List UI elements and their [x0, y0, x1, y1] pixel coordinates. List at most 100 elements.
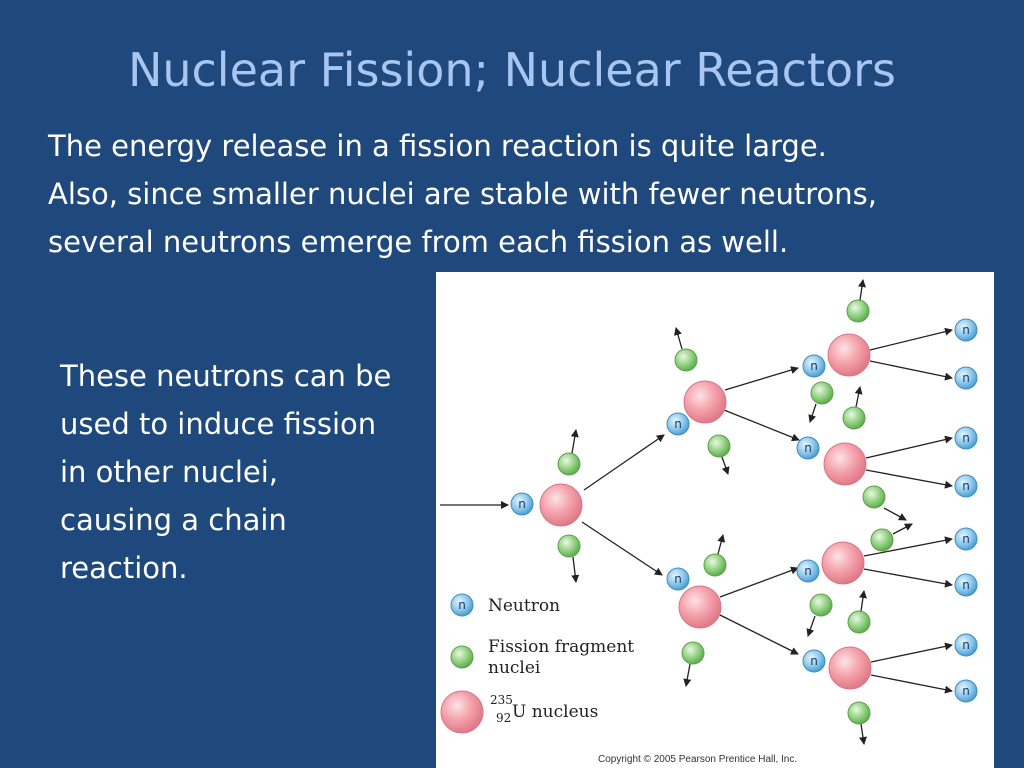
arrow-line	[571, 556, 580, 583]
intro-line: Also, since smaller nuclei are stable wi…	[48, 177, 877, 211]
arrow-line	[859, 723, 867, 745]
fission-fragment	[842, 406, 866, 430]
neutron-label: n	[674, 572, 682, 586]
neutron-label: n	[458, 598, 466, 612]
side-paragraph: These neutrons can be used to induce fis…	[60, 352, 432, 592]
uranium-nucleus	[823, 442, 867, 486]
legend: Neutron Fission fragment nuclei 235 92 U…	[488, 596, 634, 725]
uranium-nucleus	[821, 541, 865, 585]
fission-fragment	[450, 645, 474, 669]
arrow-line	[870, 674, 953, 694]
neutron	[802, 354, 826, 378]
arrow-line	[723, 409, 800, 442]
fission-fragment	[862, 485, 886, 509]
fission-fragment	[681, 641, 705, 665]
neutron	[954, 633, 978, 657]
neutron	[954, 426, 978, 450]
neutron-label: n	[962, 532, 970, 546]
side-line: causing a chain	[60, 503, 287, 537]
neutron	[954, 573, 978, 597]
neutron-label: n	[962, 684, 970, 698]
arrow-line	[870, 642, 953, 663]
chain-reaction-figure: n n n n n n n n n n n n n n n n Neutron Fission fragmen…	[436, 272, 994, 768]
neutron	[796, 559, 820, 583]
neutron	[954, 679, 978, 703]
neutron-label: n	[962, 638, 970, 652]
fission-fragment	[870, 528, 894, 552]
slide-title: Nuclear Fission; Nuclear Reactors	[127, 43, 897, 97]
arrow-line	[858, 279, 866, 301]
intro-paragraph: The energy release in a fission reaction…	[48, 122, 998, 266]
neutron	[666, 412, 690, 436]
neutron	[954, 318, 978, 342]
arrow-line	[581, 521, 663, 576]
neutron	[954, 527, 978, 551]
arrow-lines	[440, 279, 953, 745]
neutron	[954, 366, 978, 390]
neutron	[450, 593, 474, 617]
fission-fragment	[674, 348, 698, 372]
arrow-line	[859, 590, 867, 612]
fission-fragment	[809, 593, 833, 617]
intro-line: The energy release in a fission reaction…	[48, 129, 827, 163]
fission-fragment	[557, 452, 581, 476]
arrow-line	[719, 614, 799, 655]
uranium-nucleus	[539, 483, 583, 527]
side-line: in other nuclei,	[60, 455, 279, 489]
neutron-label: n	[962, 323, 970, 337]
fission-fragment	[557, 534, 581, 558]
arrow-line	[717, 534, 726, 555]
neutron-label: n	[810, 359, 818, 373]
particle-nodes: n n n n n n n n n n n n n n n n	[440, 299, 978, 734]
uranium-nucleus	[440, 690, 484, 734]
legend-fragment-label-line1: Fission fragment	[488, 637, 634, 657]
arrow-line	[863, 568, 953, 588]
neutron-label: n	[810, 654, 818, 668]
fission-fragment	[707, 434, 731, 458]
side-line: These neutrons can be	[60, 359, 392, 393]
arrow-line	[883, 507, 907, 521]
copyright-text: Copyright © 2005 Pearson Prentice Hall, …	[598, 754, 797, 765]
neutron-label: n	[804, 564, 812, 578]
legend-neutron-label: Neutron	[488, 596, 560, 616]
arrow-line	[854, 386, 863, 408]
arrow-line	[721, 456, 730, 475]
arrow-line	[806, 615, 816, 637]
arrow-line	[892, 523, 913, 535]
arrow-line	[724, 366, 799, 391]
legend-fragment-label-line2: nuclei	[488, 658, 541, 678]
neutron-label: n	[518, 497, 526, 511]
uranium-nucleus	[678, 585, 722, 629]
neutron-label: n	[962, 578, 970, 592]
arrow-line	[808, 403, 817, 423]
neutron	[510, 492, 534, 516]
neutron-label: n	[962, 479, 970, 493]
neutron	[796, 436, 820, 460]
side-line: reaction.	[60, 551, 188, 585]
arrow-line	[865, 469, 953, 489]
fission-fragment	[810, 381, 834, 405]
neutron-label: n	[804, 441, 812, 455]
legend-uranium-atomic: 92	[496, 711, 511, 725]
arrow-line	[683, 663, 692, 687]
legend-uranium-mass: 235	[490, 693, 513, 707]
arrow-line	[719, 566, 799, 598]
arrow-line	[674, 327, 683, 350]
uranium-nucleus	[828, 646, 872, 690]
neutron-label: n	[674, 417, 682, 431]
fission-fragment	[847, 610, 871, 634]
arrow-line	[583, 434, 665, 491]
intro-line: several neutrons emerge from each fissio…	[48, 225, 789, 259]
neutron-label: n	[962, 431, 970, 445]
neutron	[954, 474, 978, 498]
neutron	[802, 649, 826, 673]
neutron	[666, 567, 690, 591]
uranium-nucleus	[683, 380, 727, 424]
neutron-label: n	[962, 371, 970, 385]
arrow-line	[865, 435, 953, 459]
arrow-line	[869, 327, 953, 351]
arrow-line	[570, 429, 579, 454]
chain-reaction-diagram: n n n n n n n n n n n n n n n n Neutron Fission fragmen…	[440, 279, 978, 765]
side-line: used to induce fission	[60, 407, 377, 441]
legend-uranium-label: U nucleus	[512, 702, 598, 722]
